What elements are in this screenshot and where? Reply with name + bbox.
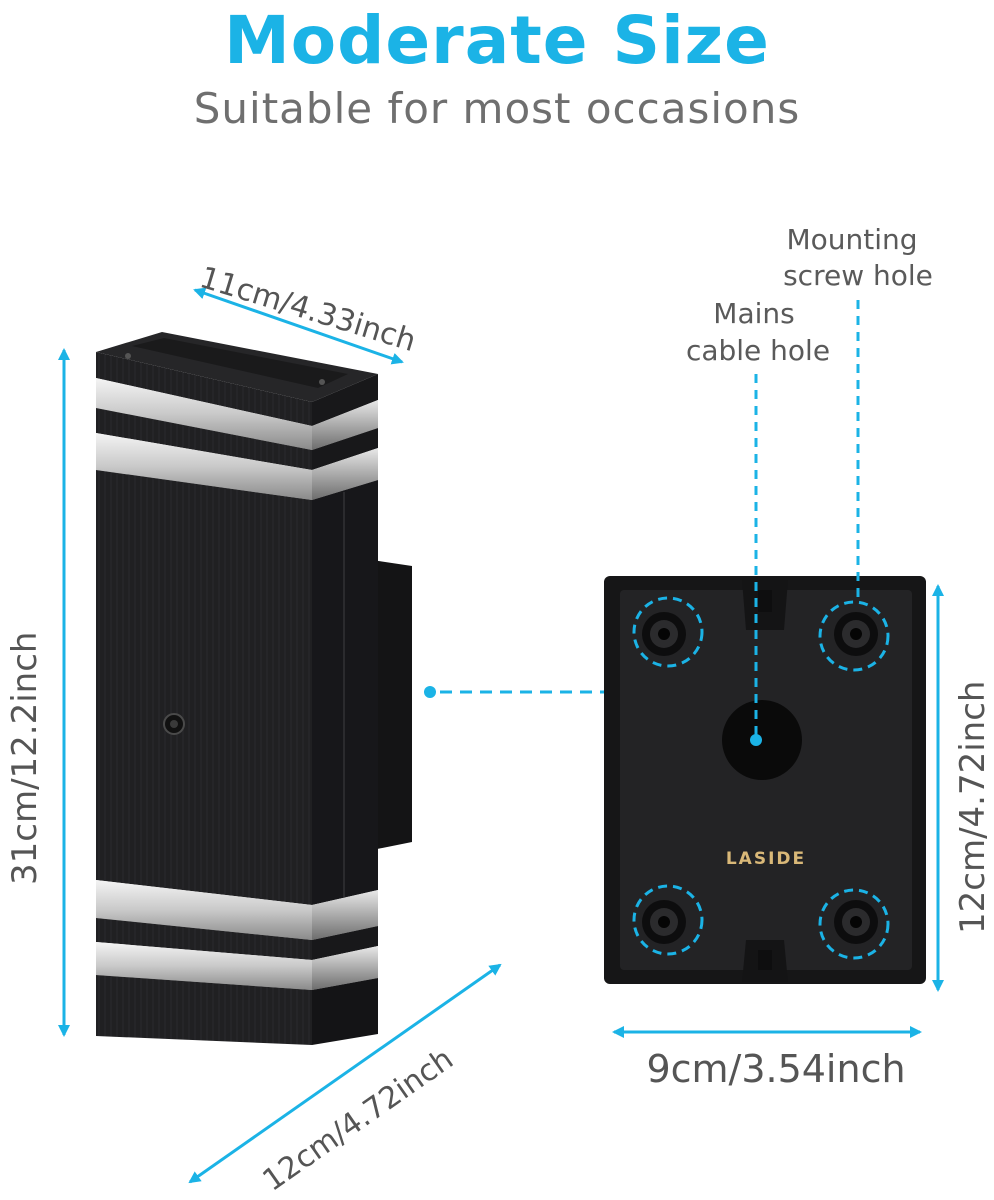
mounting-plate: LASIDE (604, 576, 926, 984)
page-subtitle: Suitable for most occasions (193, 84, 801, 133)
mounting-hole-label-1: Mounting (786, 223, 917, 256)
plate-height-label: 12cm/4.72inch (953, 681, 993, 934)
screw-hole-top-left (632, 596, 704, 668)
mounting-hole-label-2: screw hole (783, 259, 933, 292)
plate-width-label: 9cm/3.54inch (646, 1047, 905, 1091)
brand-logo-text: LASIDE (726, 849, 806, 869)
lamp-top-cap (96, 352, 312, 426)
lamp-width-label: 11cm/4.33inch (196, 260, 420, 359)
lamp-body (96, 470, 312, 905)
screw-hole-bottom-left (632, 884, 704, 956)
lamp-width-arrow (193, 287, 404, 365)
cable-hole-label-1: Mains (713, 297, 794, 330)
screw-hole-top-right (818, 600, 890, 672)
screw-hole-bottom-right (818, 888, 890, 960)
lamp-upper-glass (96, 378, 312, 450)
lamp-wall-bracket (372, 560, 412, 850)
wall-lamp (96, 332, 412, 1045)
lamp-height-label: 31cm/12.2inch (5, 632, 45, 885)
cable-hole-label-2: cable hole (686, 334, 830, 367)
page-title: Moderate Size (224, 2, 770, 79)
lamp-depth-arrow (188, 963, 502, 1184)
lamp-lower-glass (96, 880, 312, 940)
